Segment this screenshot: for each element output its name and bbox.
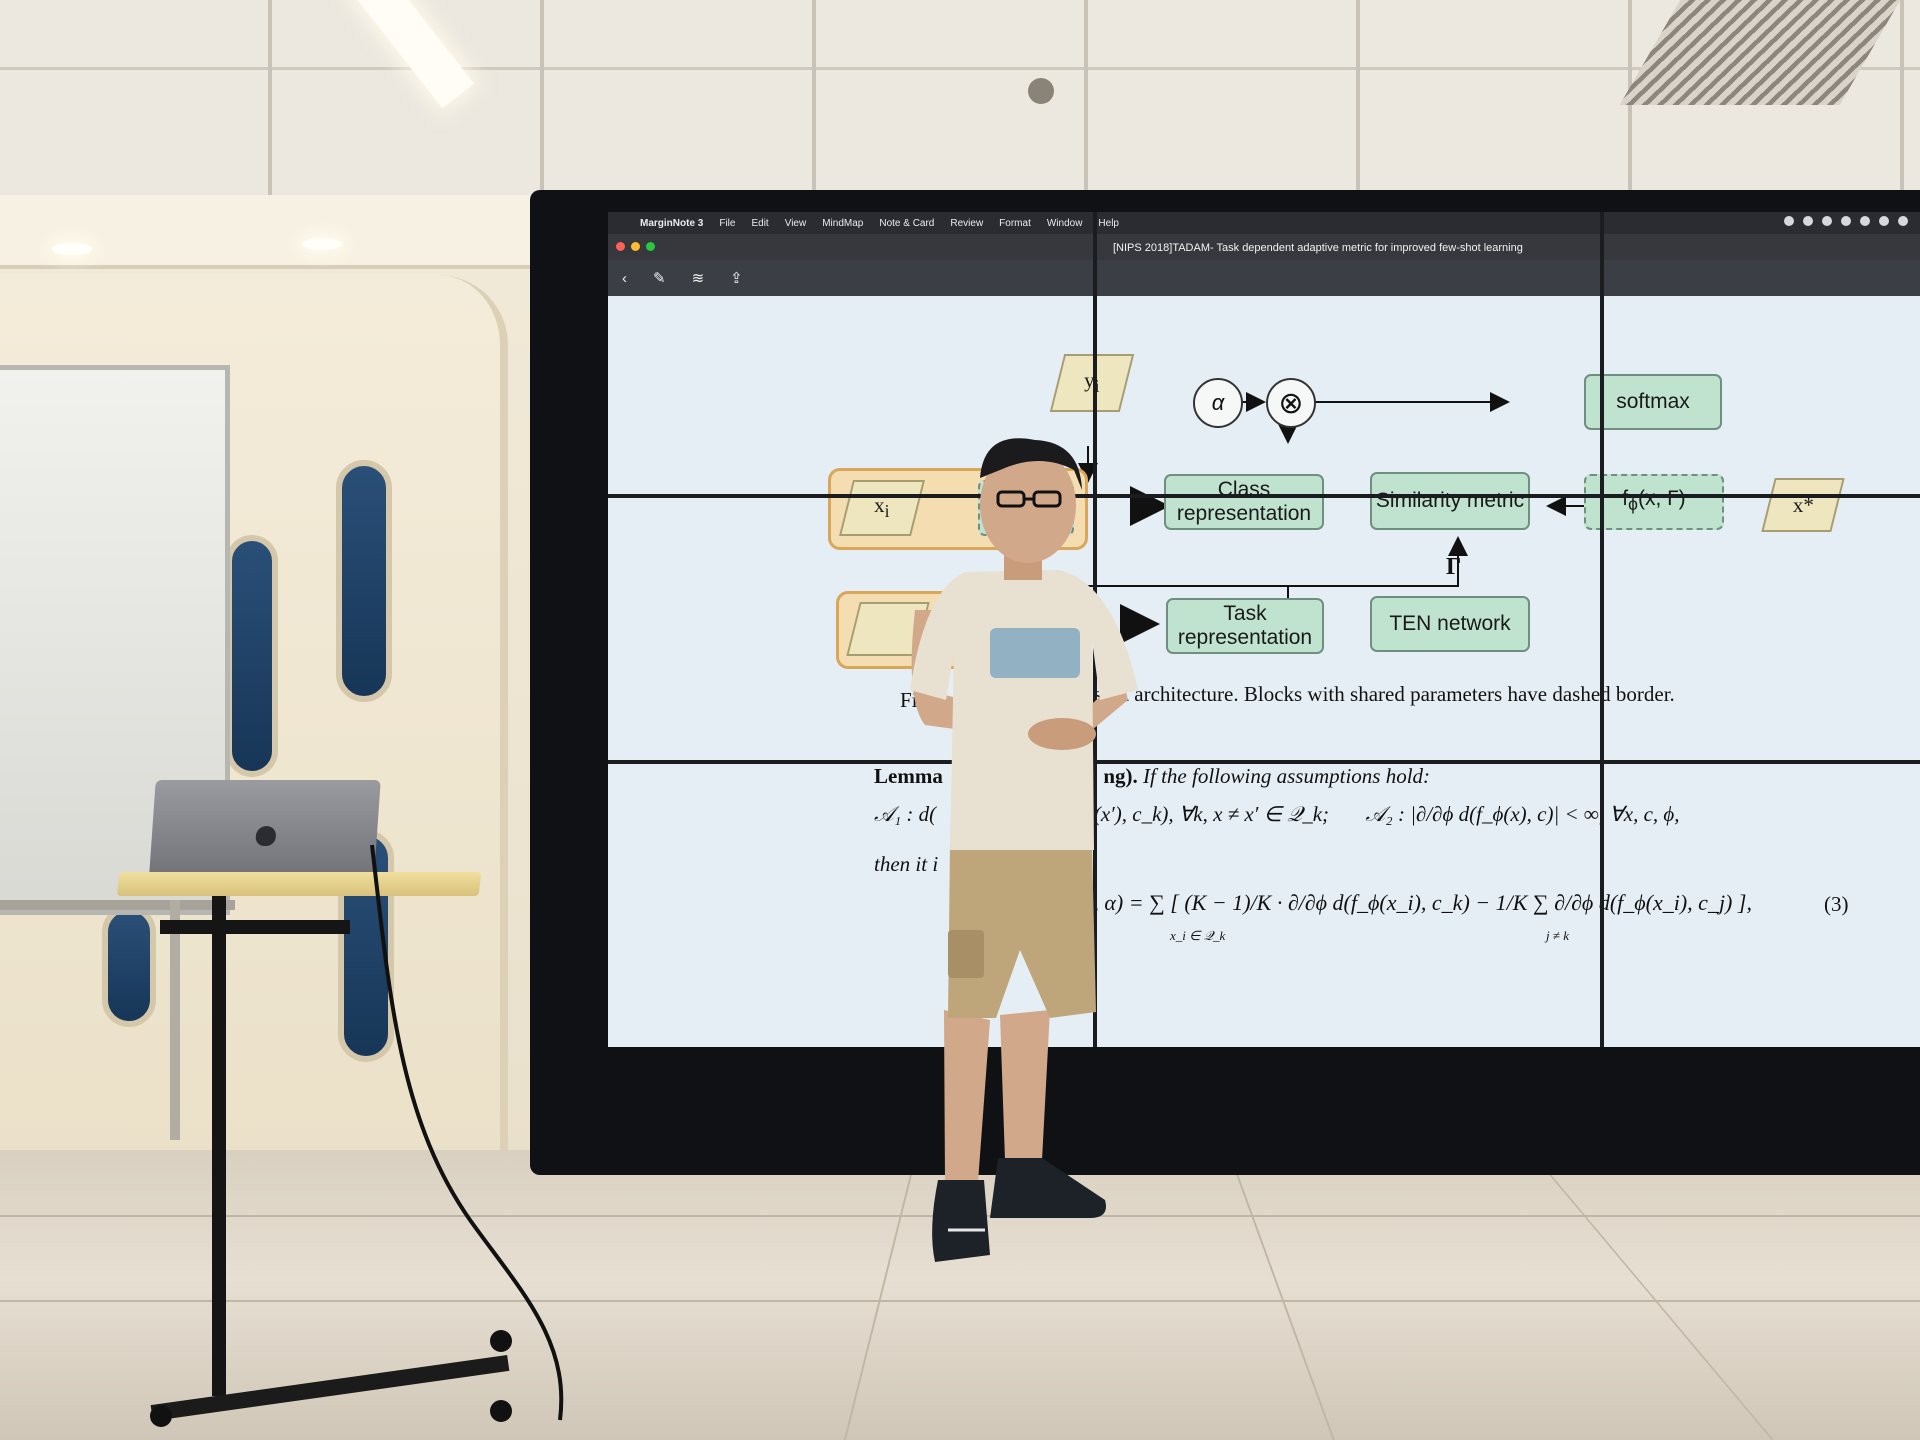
tray-app-icon[interactable] — [1803, 216, 1813, 226]
tray-app-icon[interactable] — [1822, 216, 1832, 226]
multiply-node: ⊗ — [1266, 378, 1316, 428]
window-controls — [616, 242, 655, 251]
lemma-line-3: then it i — [874, 852, 939, 876]
equation-3-rhs: ∑ [ (K − 1)/K · ∂/∂ϕ d(f_ϕ(x_i), c_k) − … — [1149, 890, 1752, 915]
equation-3-subscript-1: x_i ∈ 𝒬_k — [1170, 928, 1226, 943]
ceiling — [0, 0, 1920, 210]
menu-file[interactable]: File — [719, 217, 736, 229]
assumption-a1-start: 𝒜₁ : d( — [874, 802, 937, 826]
ten-network-block: TEN network — [1370, 596, 1530, 652]
minimize-window-button[interactable] — [631, 242, 640, 251]
layers-icon[interactable]: ≋ — [691, 270, 705, 287]
ceiling-sprinkler — [1028, 78, 1054, 104]
panel-seam — [608, 494, 1920, 498]
menu-view[interactable]: View — [784, 217, 807, 229]
alpha-node: α — [1193, 378, 1243, 428]
menu-help[interactable]: Help — [1098, 217, 1119, 229]
pencil-icon[interactable]: ✎ — [653, 270, 666, 287]
equation-3: ϕ, α) = ∑ [ (K − 1)/K · ∂/∂ϕ d(f_ϕ(x_i),… — [1082, 890, 1752, 916]
lectern-arm — [160, 920, 350, 934]
wall-window-slot — [102, 905, 156, 1027]
gamma-label: Γ — [1446, 554, 1462, 580]
equation-3-number: (3) — [1824, 892, 1849, 916]
close-window-button[interactable] — [616, 242, 625, 251]
status-tray — [1784, 216, 1908, 226]
lectern-wheel — [150, 1405, 172, 1427]
assumption-a2: 𝒜₂ : |∂/∂ϕ d(f_ϕ(x), c)| < ∞, ∀x, c, ϕ, — [1365, 802, 1680, 826]
menu-app-name[interactable]: MarginNote 3 — [640, 217, 704, 229]
lectern-wheel — [490, 1330, 512, 1352]
lectern-wheel — [490, 1400, 512, 1422]
equation-3-subscript-2: j ≠ k — [1546, 928, 1570, 943]
menu-note-card[interactable]: Note & Card — [879, 217, 935, 229]
lectern-pole — [212, 896, 226, 1396]
lemma-heading-tail: ng). — [1103, 764, 1138, 788]
lemma-line-1: Lemma ng). If the following assumptions … — [874, 764, 1430, 789]
f-phi-args: (x, Γ) — [1637, 487, 1686, 511]
lemma-assumptions-text: If the following assumptions hold: — [1143, 764, 1431, 788]
figure-caption-right: shot architecture. Blocks with shared pa… — [1094, 682, 1675, 706]
zoom-window-button[interactable] — [646, 242, 655, 251]
f-phi-subscript: ϕ — [1628, 494, 1638, 515]
share-icon[interactable]: ⇪ — [730, 270, 743, 287]
downlight — [52, 243, 92, 255]
wall-window-slot — [336, 460, 392, 702]
tray-app-icon[interactable] — [1784, 216, 1794, 226]
f-phi-label: fϕ(x, Γ) — [1622, 487, 1686, 515]
window-titlebar: [NIPS 2018]TADAM- Task dependent adaptiv… — [608, 234, 1920, 260]
menu-edit[interactable]: Edit — [751, 217, 769, 229]
downlight — [302, 238, 342, 250]
lemma-heading: Lemma — [874, 764, 943, 788]
task-representation-block: Task representation — [1166, 598, 1324, 654]
tray-app-icon[interactable] — [1841, 216, 1851, 226]
tray-app-icon[interactable] — [1860, 216, 1870, 226]
assumption-a1-end: f_ϕ(x′), c_k), ∀k, x ≠ x′ ∈ 𝒬_k; — [1066, 802, 1330, 826]
lemma-line-2: 𝒜₁ : d( f_ϕ(x′), c_k), ∀k, x ≠ x′ ∈ 𝒬_k;… — [874, 802, 1680, 827]
softmax-block: softmax — [1584, 374, 1722, 430]
menu-window[interactable]: Window — [1046, 217, 1083, 229]
bluetooth-icon[interactable] — [1898, 216, 1908, 226]
document-title: [NIPS 2018]TADAM- Task dependent adaptiv… — [1113, 242, 1523, 254]
whiteboard-stand — [170, 900, 180, 1140]
floor-tile-line — [0, 1300, 1920, 1302]
whiteboard-rail — [0, 900, 235, 910]
panel-seam — [608, 760, 1920, 764]
f-phi-block: fϕ(x, Γ) — [1584, 474, 1724, 530]
similarity-metric-block: Similarity metric — [1370, 472, 1530, 530]
wall-soffit — [0, 195, 540, 269]
class-representation-block: Class representation — [1164, 474, 1324, 530]
wifi-icon[interactable] — [1879, 216, 1889, 226]
menu-review[interactable]: Review — [950, 217, 984, 229]
projected-screen: MarginNote 3 File Edit View MindMap Note… — [608, 212, 1920, 1047]
mac-menubar: MarginNote 3 File Edit View MindMap Note… — [608, 212, 1920, 234]
back-icon[interactable]: ‹ — [622, 269, 627, 287]
pdf-page: yi α ⊗ softmax xi Γ) Class representatio… — [608, 296, 1920, 1047]
document-toolbar: ‹ ✎ ≋ ⇪ — [608, 260, 1920, 296]
panel-seam — [1600, 212, 1604, 1047]
menu-format[interactable]: Format — [999, 217, 1031, 229]
menu-mindmap[interactable]: MindMap — [822, 217, 864, 229]
